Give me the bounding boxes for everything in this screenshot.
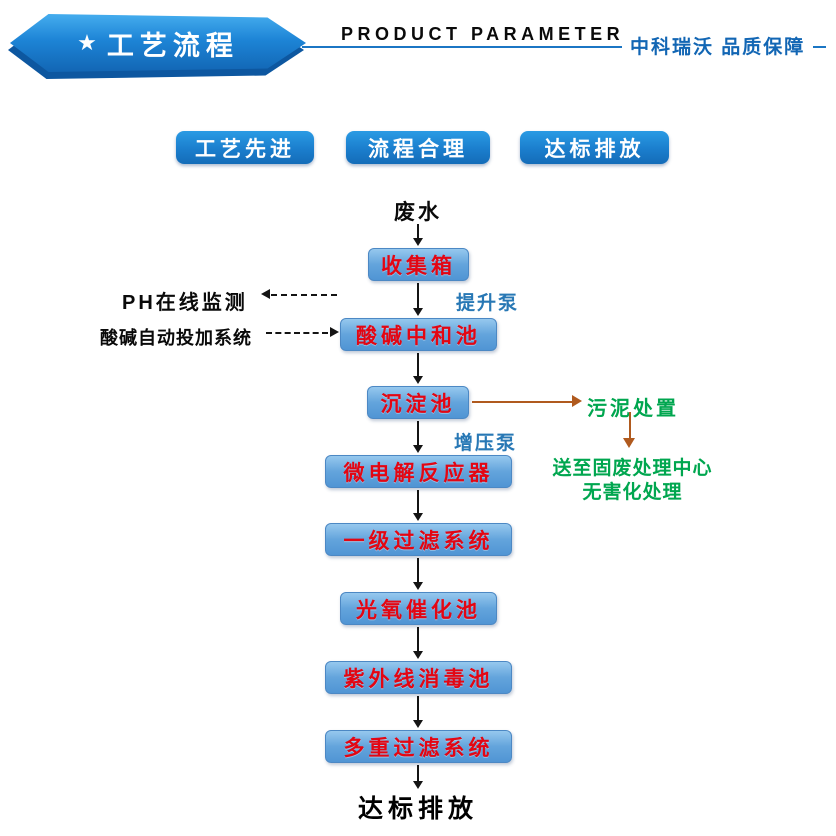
flow-outlet-label: 达标排放 xyxy=(357,795,478,823)
flow-node-collection-tank: 收集箱 xyxy=(368,248,469,281)
flow-arrow-icon xyxy=(412,353,423,384)
arrowhead-down xyxy=(623,438,635,448)
flow-node-sedimentation-pool: 沉淀池 xyxy=(367,386,469,419)
sludge-disposal-label: 污泥处置 xyxy=(587,398,679,420)
arrowhead-right xyxy=(330,327,339,337)
banner-ribbon-shape xyxy=(10,14,306,72)
badge-standard-discharge: 达标排放 xyxy=(520,131,669,164)
star-icon: ★ xyxy=(77,30,97,55)
flow-node-micro-electrolysis-reactor: 微电解反应器 xyxy=(325,455,512,488)
solid-waste-note-line2: 无害化处理 xyxy=(582,482,683,503)
badge-flow-reasonable: 流程合理 xyxy=(346,131,490,164)
sludge-arrow-icon xyxy=(472,395,582,408)
header-divider-line xyxy=(302,46,826,48)
dosing-system-label: 酸碱自动投加系统 xyxy=(100,328,252,348)
solid-waste-note-line1: 送至固废处理中心 xyxy=(552,458,713,479)
banner-content: ★ 工艺流程 xyxy=(10,14,306,72)
brand-tagline: 中科瑞沃 品质保障 xyxy=(622,32,814,59)
arrowhead-right xyxy=(572,395,582,407)
flow-node-primary-filtration: 一级过滤系统 xyxy=(325,523,512,556)
flow-arrow-icon xyxy=(412,765,423,789)
flow-node-multi-filtration: 多重过滤系统 xyxy=(325,730,512,763)
arrowhead-left xyxy=(261,289,270,299)
flow-arrow-icon xyxy=(412,421,423,453)
orange-line xyxy=(628,412,631,439)
dashed-line xyxy=(266,331,328,334)
banner-title: 工艺流程 xyxy=(106,30,239,61)
flow-arrow-icon xyxy=(412,558,423,590)
flow-arrow-icon xyxy=(412,224,423,246)
badge-process-advanced: 工艺先进 xyxy=(176,131,314,164)
dashed-arrow-left-icon xyxy=(261,289,338,301)
flow-arrow-icon xyxy=(412,696,423,728)
process-flow-banner: ★ 工艺流程 xyxy=(8,14,306,79)
pump-label-lift: 提升泵 xyxy=(456,293,520,314)
flow-arrow-icon xyxy=(412,283,423,316)
orange-line xyxy=(472,400,573,403)
flow-arrow-icon xyxy=(412,490,423,521)
product-parameter-heading: PRODUCT PARAMETER xyxy=(341,24,625,44)
flow-arrow-icon xyxy=(412,627,423,659)
pump-label-booster: 增压泵 xyxy=(454,433,518,454)
flow-source-label: 废水 xyxy=(394,201,442,224)
flow-node-uv-disinfection-pool: 紫外线消毒池 xyxy=(325,661,512,694)
solid-waste-arrow-icon xyxy=(623,412,636,448)
flow-node-neutralization-pool: 酸碱中和池 xyxy=(340,318,497,351)
flow-node-photo-oxidation-pool: 光氧催化池 xyxy=(340,592,497,625)
dashed-arrow-right-icon xyxy=(266,327,339,339)
ph-monitoring-label: PH在线监测 xyxy=(122,292,248,314)
dashed-line xyxy=(271,293,337,296)
